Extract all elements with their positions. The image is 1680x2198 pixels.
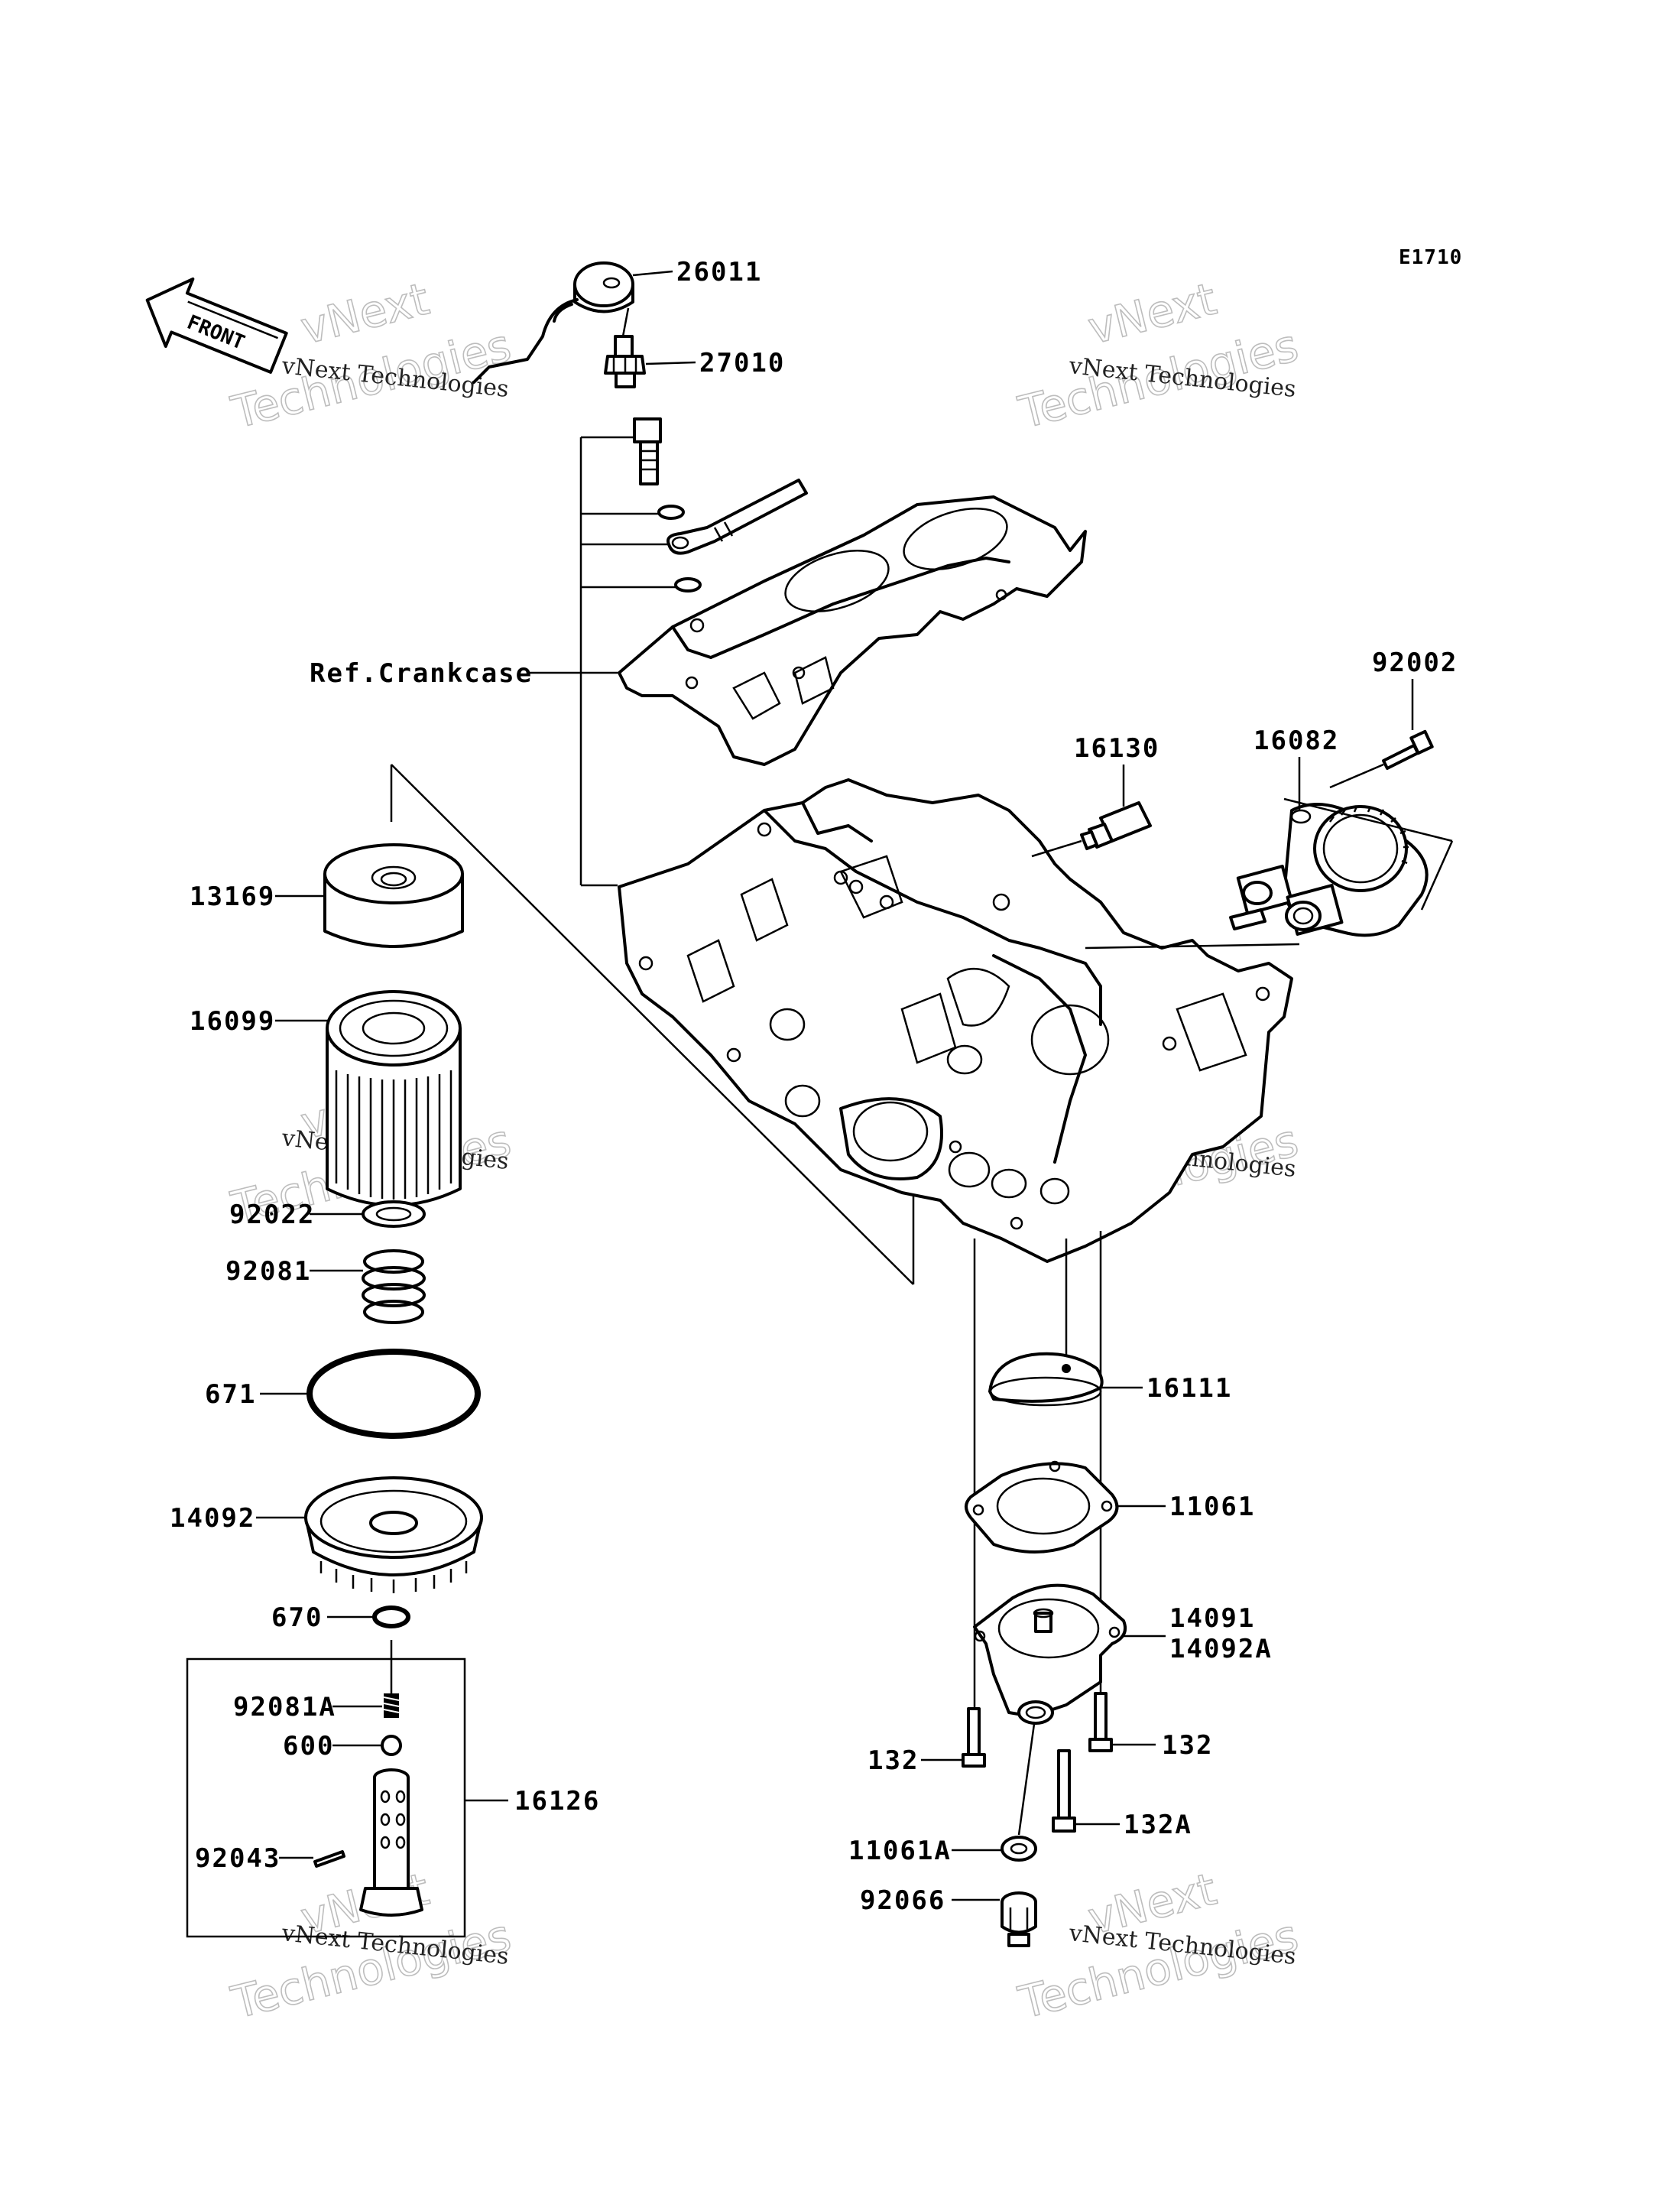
reference-bracket — [530, 436, 676, 887]
part-11061-gasket — [965, 1460, 1119, 1554]
part-92081-label: 92081 — [225, 1256, 311, 1287]
lower-crankcase — [618, 778, 1293, 1263]
part-671-label: 671 — [205, 1379, 256, 1410]
part-13169-cover — [323, 843, 464, 948]
part-14092-label: 14092 — [170, 1503, 255, 1534]
part-14092A-label: 14092A — [1169, 1634, 1273, 1664]
part-92081-spring — [362, 1249, 426, 1324]
oil-pipe — [666, 479, 808, 555]
part-92002-label: 92002 — [1372, 648, 1458, 678]
part-92081A-label: 92081A — [233, 1692, 336, 1722]
relief-valve-box — [186, 1640, 466, 1938]
oil-fitting — [633, 417, 662, 485]
part-14091-oil-pan — [973, 1583, 1127, 1725]
part-132A-label: 132A — [1124, 1810, 1192, 1840]
part-92022-label: 92022 — [229, 1200, 315, 1230]
part-27010-label: 27010 — [699, 348, 785, 378]
part-600-label: 600 — [283, 1731, 334, 1761]
part-16130-label: 16130 — [1074, 733, 1159, 764]
bolt-132-left — [962, 1707, 986, 1768]
washer — [657, 505, 685, 520]
part-26011-label: 26011 — [676, 257, 762, 287]
oil-pressure-switch-cap — [472, 261, 634, 384]
part-11061A-washer — [1001, 1836, 1037, 1862]
part-92043-label: 92043 — [195, 1843, 281, 1874]
part-132-right-label: 132 — [1162, 1730, 1213, 1761]
part-16126-relief-valve — [359, 1768, 423, 1917]
part-16130-fitting — [1080, 801, 1152, 850]
part-92043-pin — [313, 1850, 345, 1868]
part-670-o-ring — [372, 1605, 410, 1628]
part-16082-label: 16082 — [1254, 726, 1339, 756]
pump-box-lines — [1085, 797, 1454, 950]
part-16111-strainer — [988, 1352, 1104, 1407]
part-16099-oil-filter — [326, 990, 462, 1207]
part-11061A-label: 11061A — [848, 1836, 952, 1866]
front-arrow-icon: FRONT — [145, 277, 288, 374]
part-671-o-ring — [306, 1349, 481, 1439]
oil-pressure-switch — [604, 335, 646, 388]
oil-pump — [1229, 803, 1429, 937]
part-132-left-label: 132 — [868, 1745, 919, 1776]
bolt-132A — [1052, 1749, 1076, 1833]
part-92066-drain-plug — [1001, 1891, 1037, 1947]
part-670-label: 670 — [271, 1602, 323, 1633]
ref-crankcase-label: Ref.Crankcase — [310, 658, 533, 689]
bolt-132-right — [1088, 1692, 1113, 1752]
part-92022-washer — [362, 1200, 426, 1228]
washer — [674, 577, 702, 593]
part-16126-label: 16126 — [514, 1786, 600, 1817]
part-92081A-spring — [383, 1693, 400, 1718]
assembly-lines — [390, 764, 915, 1285]
part-600-ball — [381, 1735, 402, 1756]
part-13169-label: 13169 — [190, 881, 275, 912]
diagram-code: E1710 — [1399, 246, 1462, 269]
part-14091-label: 14091 — [1169, 1603, 1255, 1634]
part-14092-filter-cover — [304, 1476, 483, 1593]
part-11061-label: 11061 — [1169, 1492, 1255, 1522]
bolt-92002 — [1382, 729, 1434, 770]
upper-crankcase — [618, 495, 1087, 766]
part-16111-label: 16111 — [1146, 1373, 1232, 1404]
part-92066-label: 92066 — [860, 1885, 945, 1916]
part-16099-label: 16099 — [190, 1006, 275, 1037]
